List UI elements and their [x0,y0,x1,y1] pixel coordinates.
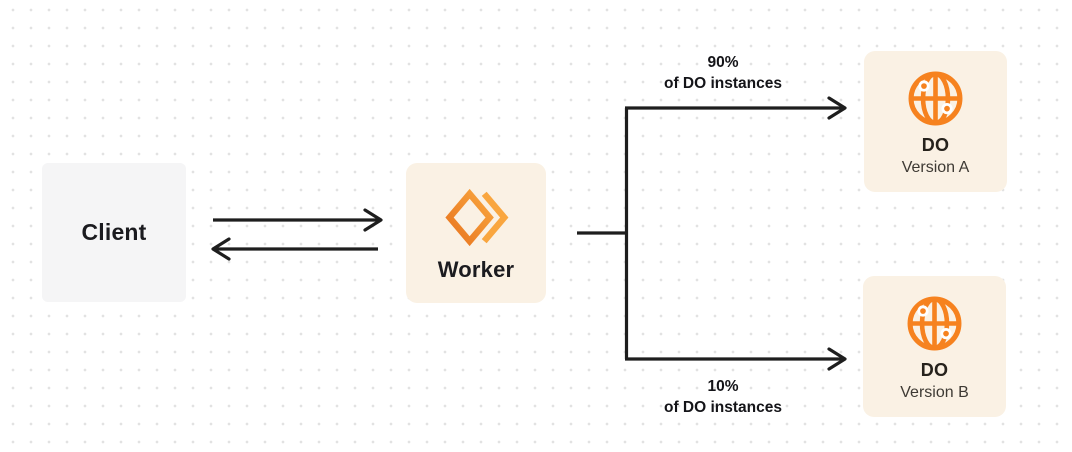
client-node: Client [42,163,186,302]
cloudflare-workers-icon [445,188,509,247]
arrow-client-to-worker-head [363,208,383,232]
branch-percent: 90% [707,54,739,71]
do-subtitle: Version A [901,159,970,177]
globe-icon [906,69,965,128]
do-subtitle: Version B [900,384,969,402]
arrow-worker-to-client-head [211,237,231,261]
do-title: DO [920,360,949,381]
globe-icon [905,294,964,353]
do-node-version-a: DO Version A [864,51,1007,192]
do-node-version-b: DO Version B [863,276,1006,417]
branch-caption: of DO instances [664,75,782,92]
arrow-to-version-b-head [827,347,847,371]
do-title: DO [921,135,950,156]
worker-node: Worker [406,163,546,303]
client-label: Client [81,219,147,245]
worker-label: Worker [437,257,515,282]
arrow-to-version-a-head [827,96,847,120]
connector-group [211,96,847,371]
branch-percent: 10% [707,378,739,395]
branch-caption: of DO instances [664,399,782,416]
branch-label-10: 10% of DO instances [613,376,833,418]
branch-label-90: 90% of DO instances [613,52,833,94]
